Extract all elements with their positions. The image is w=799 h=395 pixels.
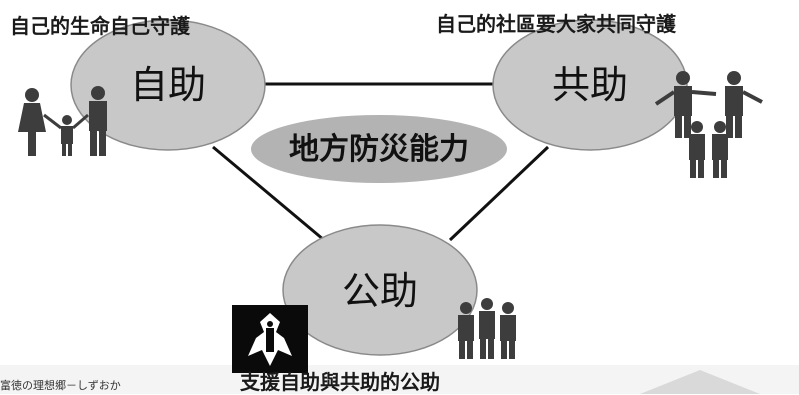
center-label: 地方防災能力 (289, 132, 469, 167)
footer-text: 富徳の理想郷－しずおか (0, 379, 121, 392)
line-self-public (212, 145, 325, 242)
mutual-help-caption: 自己的社區要大家共同守護 (436, 12, 676, 36)
line-mutual-public (448, 145, 550, 242)
public-help-caption: 支援自助與共助的公助 (240, 370, 440, 394)
public-help-circle (282, 224, 478, 356)
mutual-help-label: 共助 (552, 63, 628, 107)
family-icon (18, 86, 107, 156)
mountain-shape (640, 370, 760, 394)
center-ellipse (251, 115, 507, 183)
officials-icon (458, 298, 516, 359)
group-icon (654, 71, 763, 178)
self-help-circle (70, 19, 266, 151)
public-help-label: 公助 (342, 269, 418, 313)
self-help-label: 自助 (130, 63, 206, 107)
self-help-caption: 自己的生命自己守護 (10, 14, 190, 38)
emblem-icon (232, 305, 308, 373)
mutual-help-circle (492, 19, 688, 151)
